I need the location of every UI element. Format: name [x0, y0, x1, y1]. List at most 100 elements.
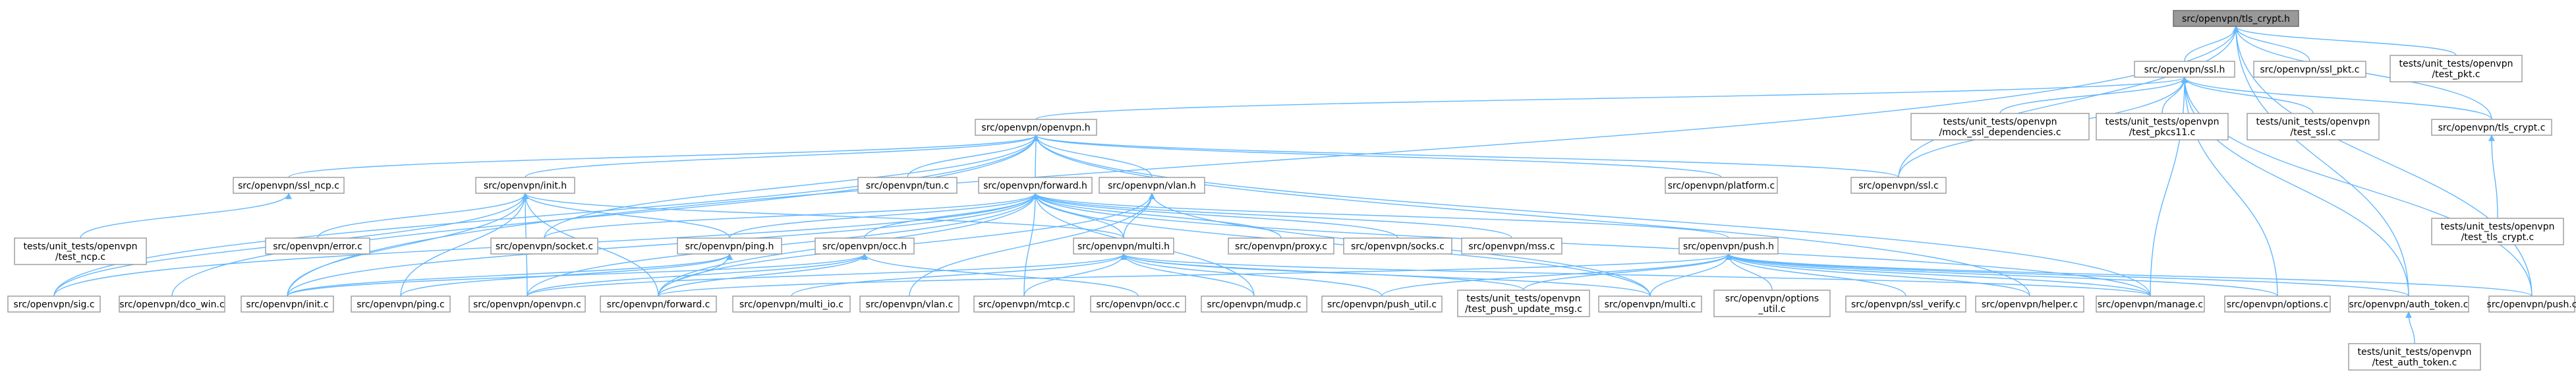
node-src-openvpn-ssl-pkt-c[interactable]: src/openvpn/ssl_pkt.c [2253, 61, 2366, 78]
node-box [265, 237, 370, 255]
edge-n46-n48 [2405, 311, 2415, 344]
node-src-openvpn-vlan-c[interactable]: src/openvpn/vlan.c [859, 295, 959, 313]
node-label: tests/unit_tests/openvpn [2358, 347, 2472, 357]
node-src-openvpn-vlan-h[interactable]: src/openvpn/vlan.h [1099, 177, 1205, 194]
edge-n26-n42 [1725, 253, 1906, 297]
node-src-openvpn-push-util-c[interactable]: src/openvpn/push_util.c [1321, 295, 1443, 313]
node-src-openvpn-occ-c[interactable]: src/openvpn/occ.c [1090, 295, 1186, 313]
node-label: src/openvpn/multi.c [1605, 299, 1696, 310]
edge-n26-n46 [1725, 253, 2409, 297]
node-src-openvpn-mss-c[interactable]: src/openvpn/mss.c [1461, 237, 1562, 255]
node-src-openvpn-ssl-ncp-c[interactable]: src/openvpn/ssl_ncp.c [233, 177, 345, 194]
node-src-openvpn-init-h[interactable]: src/openvpn/init.h [475, 177, 575, 194]
node-src-openvpn-ssl-c[interactable]: src/openvpn/ssl.c [1850, 177, 1947, 194]
node-src-openvpn-helper-c[interactable]: src/openvpn/helper.c [1975, 295, 2084, 313]
node-label: /test_tls_crypt.c [2461, 232, 2534, 243]
node-label: src/openvpn/platform.c [1668, 181, 1775, 191]
node-src-openvpn-proxy-c[interactable]: src/openvpn/proxy.c [1228, 237, 1334, 255]
node-tests-unit-tests-openvpn-test-pkcs11-c[interactable]: tests/unit_tests/openvpn/test_pkcs11.c [2096, 113, 2229, 140]
node-src-openvpn-ssl-h[interactable]: src/openvpn/ssl.h [2134, 61, 2235, 78]
edge-n21-n36 [861, 253, 1139, 297]
node-box [1201, 295, 1307, 313]
node-box [1845, 295, 1966, 313]
node-label: src/openvpn/push_util.c [1327, 299, 1437, 310]
node-src-openvpn-sig-c[interactable]: src/openvpn/sig.c [7, 295, 101, 313]
node-tests-unit-tests-openvpn-test-auth-token-c[interactable]: tests/unit_tests/openvpn/test_auth_token… [2348, 343, 2481, 371]
node-label: src/openvpn/helper.c [1982, 299, 2078, 310]
node-label: src/openvpn/ssl.h [2144, 65, 2225, 75]
node-src-openvpn-mtcp-c[interactable]: src/openvpn/mtcp.c [973, 295, 1075, 313]
node-label: /test_auth_token.c [2372, 357, 2457, 368]
edge-n0-n15 [1898, 26, 2239, 178]
node-src-openvpn-push-h[interactable]: src/openvpn/push.h [1678, 237, 1779, 255]
edge-n12-n25 [1032, 193, 1512, 239]
edge-n26-n45 [1725, 253, 2278, 297]
node-src-openvpn-dco-win-c[interactable]: src/openvpn/dco_win.c [119, 295, 225, 313]
edge-n12-n23 [1032, 193, 1282, 239]
node-box [2390, 55, 2523, 82]
node-label: tests/unit_tests/openvpn [2441, 222, 2555, 232]
node-label: /test_ssl.c [2290, 127, 2335, 138]
node-src-openvpn-occ-h[interactable]: src/openvpn/occ.h [815, 237, 915, 255]
node-src-openvpn-error-c[interactable]: src/openvpn/error.c [265, 237, 370, 255]
node-src-openvpn-multi-h[interactable]: src/openvpn/multi.h [1073, 237, 1174, 255]
node-box [1321, 295, 1443, 313]
edge-n12-n19 [544, 193, 1039, 239]
node-src-openvpn-openvpn-h[interactable]: src/openvpn/openvpn.h [975, 119, 1097, 136]
node-label: src/openvpn/dco_win.c [119, 299, 224, 310]
node-label: src/openvpn/forward.c [607, 299, 710, 310]
node-src-openvpn-init-c[interactable]: src/openvpn/init.c [241, 295, 334, 313]
nodes-layer: src/openvpn/tls_crypt.hsrc/openvpn/ssl.h… [7, 10, 2576, 371]
node-label: src/openvpn/proxy.c [1235, 241, 1327, 252]
node-src-openvpn-openvpn-c[interactable]: src/openvpn/openvpn.c [469, 295, 586, 313]
node-src-openvpn-multi-io-c[interactable]: src/openvpn/multi_io.c [732, 295, 851, 313]
node-box [119, 295, 225, 313]
node-src-openvpn-manage-c[interactable]: src/openvpn/manage.c [2096, 295, 2205, 313]
node-src-openvpn-ping-c[interactable]: src/openvpn/ping.c [351, 295, 451, 313]
node-label: src/openvpn/occ.c [1097, 299, 1180, 310]
node-tests-unit-tests-openvpn-test-tls-crypt-c[interactable]: tests/unit_tests/openvpn/test_tls_crypt.… [2431, 218, 2564, 245]
node-label: src/openvpn/sig.c [13, 299, 94, 310]
node-box [2134, 61, 2235, 78]
node-src-openvpn-options-c[interactable]: src/openvpn/options.c [2224, 295, 2331, 313]
node-box [1461, 237, 1562, 255]
edge-n21-n29 [287, 253, 868, 297]
edge-n12-n44 [1032, 193, 2151, 297]
node-box [2431, 119, 2552, 136]
node-box [677, 237, 782, 255]
edge-n22-n31 [527, 253, 1127, 297]
node-src-openvpn-platform-c[interactable]: src/openvpn/platform.c [1665, 177, 1778, 194]
node-src-openvpn-multi-c[interactable]: src/openvpn/multi.c [1598, 295, 1702, 313]
node-src-openvpn-ssl-verify-c[interactable]: src/openvpn/ssl_verify.c [1845, 295, 1966, 313]
node-src-openvpn-mudp-c[interactable]: src/openvpn/mudp.c [1201, 295, 1307, 313]
node-src-openvpn-ping-h[interactable]: src/openvpn/ping.h [677, 237, 782, 255]
node-src-openvpn-options-util-c[interactable]: src/openvpn/options_util.c [1713, 290, 1831, 317]
node-box [975, 119, 1097, 136]
node-tests-unit-tests-openvpn-test-ssl-c[interactable]: tests/unit_tests/openvpn/test_ssl.c [2247, 113, 2380, 140]
node-src-openvpn-tun-c[interactable]: src/openvpn/tun.c [857, 177, 958, 194]
edge-n4-n12 [1033, 135, 1039, 178]
node-box [2096, 295, 2205, 313]
edge-n26-n32 [658, 253, 1732, 297]
node-src-openvpn-socket-c[interactable]: src/openvpn/socket.c [490, 237, 598, 255]
node-src-openvpn-forward-c[interactable]: src/openvpn/forward.c [600, 295, 717, 313]
node-tests-unit-tests-openvpn-test-pkt-c[interactable]: tests/unit_tests/openvpn/test_pkt.c [2390, 55, 2523, 82]
node-src-openvpn-forward-h[interactable]: src/openvpn/forward.h [978, 177, 1093, 194]
node-tests-unit-tests-openvpn-test-push-update-msg-c[interactable]: tests/unit_tests/openvpn/test_push_updat… [1457, 290, 1590, 317]
node-src-openvpn-socks-c[interactable]: src/openvpn/socks.c [1343, 237, 1452, 255]
node-box [2348, 343, 2481, 371]
edges-layer [53, 26, 2533, 344]
node-src-openvpn-push-c[interactable]: src/openvpn/push.c [2487, 295, 2576, 313]
node-label: src/openvpn/ping.c [357, 299, 445, 310]
edge-n1-n46 [2181, 77, 2409, 297]
edge-n12-n24 [1032, 193, 1398, 239]
node-label: src/openvpn/push.c [2487, 299, 2576, 310]
node-src-openvpn-tls-crypt-c[interactable]: src/openvpn/tls_crypt.c [2431, 119, 2552, 136]
node-label: _util.c [1758, 304, 1785, 315]
node-tests-unit-tests-openvpn-mock-ssl-dependencies-c[interactable]: tests/unit_tests/openvpn/mock_ssl_depend… [1910, 113, 2090, 140]
node-box [475, 177, 575, 194]
node-src-openvpn-auth-token-c[interactable]: src/openvpn/auth_token.c [2348, 295, 2469, 313]
node-tests-unit-tests-openvpn-test-ncp-c[interactable]: tests/unit_tests/openvpn/test_ncp.c [14, 237, 147, 265]
node-label: src/openvpn/openvpn.c [473, 299, 581, 310]
